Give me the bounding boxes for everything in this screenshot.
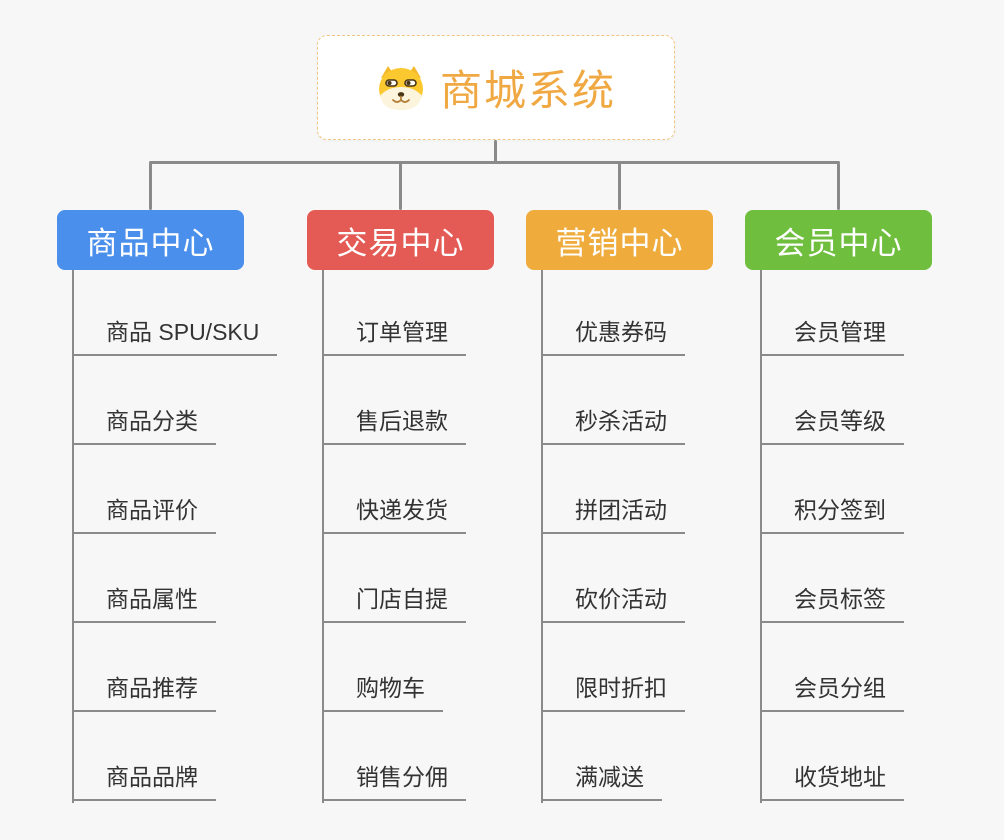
leaf-node[interactable]: 满减送 bbox=[541, 761, 662, 801]
leaf-node[interactable]: 积分签到 bbox=[760, 494, 904, 534]
leaf-node[interactable]: 快递发货 bbox=[322, 494, 466, 534]
leaf-node[interactable]: 销售分佣 bbox=[322, 761, 466, 801]
connector-branch-drop bbox=[149, 163, 152, 210]
leaf-node[interactable]: 会员标签 bbox=[760, 583, 904, 623]
connector-branch-drop bbox=[618, 163, 621, 210]
branch-label: 营销中心 bbox=[555, 225, 684, 261]
leaf-node[interactable]: 订单管理 bbox=[322, 316, 466, 356]
connector-column-spine bbox=[322, 270, 324, 803]
leaf-node[interactable]: 商品属性 bbox=[72, 583, 216, 623]
branch-node[interactable]: 会员中心 bbox=[745, 210, 932, 270]
leaf-node[interactable]: 商品评价 bbox=[72, 494, 216, 534]
root-node[interactable]: 商城系统 bbox=[317, 35, 675, 140]
leaf-node[interactable]: 会员管理 bbox=[760, 316, 904, 356]
branch-node[interactable]: 商品中心 bbox=[57, 210, 244, 270]
leaf-node[interactable]: 商品 SPU/SKU bbox=[72, 316, 278, 356]
shiba-dog-icon bbox=[378, 65, 423, 110]
leaf-node[interactable]: 收货地址 bbox=[760, 761, 904, 801]
leaf-node[interactable]: 商品品牌 bbox=[72, 761, 216, 801]
connector-branch-drop bbox=[837, 163, 840, 210]
leaf-node[interactable]: 售后退款 bbox=[322, 405, 466, 445]
connector-column-spine bbox=[760, 270, 762, 803]
leaf-node[interactable]: 门店自提 bbox=[322, 583, 466, 623]
leaf-node[interactable]: 限时折扣 bbox=[541, 672, 685, 712]
leaf-node[interactable]: 秒杀活动 bbox=[541, 405, 685, 445]
leaf-node[interactable]: 优惠券码 bbox=[541, 316, 685, 356]
leaf-node[interactable]: 拼团活动 bbox=[541, 494, 685, 534]
leaf-node[interactable]: 会员分组 bbox=[760, 672, 904, 712]
branch-label: 交易中心 bbox=[336, 225, 465, 261]
root-title: 商城系统 bbox=[439, 67, 616, 114]
connector-column-spine bbox=[541, 270, 543, 803]
leaf-node[interactable]: 购物车 bbox=[322, 672, 443, 712]
connector-column-spine bbox=[72, 270, 74, 803]
connector-branch-drop bbox=[399, 163, 402, 210]
branch-label: 商品中心 bbox=[86, 225, 215, 261]
leaf-node[interactable]: 商品推荐 bbox=[72, 672, 216, 712]
branch-node[interactable]: 交易中心 bbox=[307, 210, 494, 270]
connector-bus bbox=[149, 161, 840, 164]
leaf-node[interactable]: 商品分类 bbox=[72, 405, 216, 445]
leaf-node[interactable]: 会员等级 bbox=[760, 405, 904, 445]
branch-node[interactable]: 营销中心 bbox=[526, 210, 713, 270]
connector-root-stub bbox=[494, 140, 497, 162]
leaf-node[interactable]: 砍价活动 bbox=[541, 583, 685, 623]
branch-label: 会员中心 bbox=[774, 225, 903, 261]
